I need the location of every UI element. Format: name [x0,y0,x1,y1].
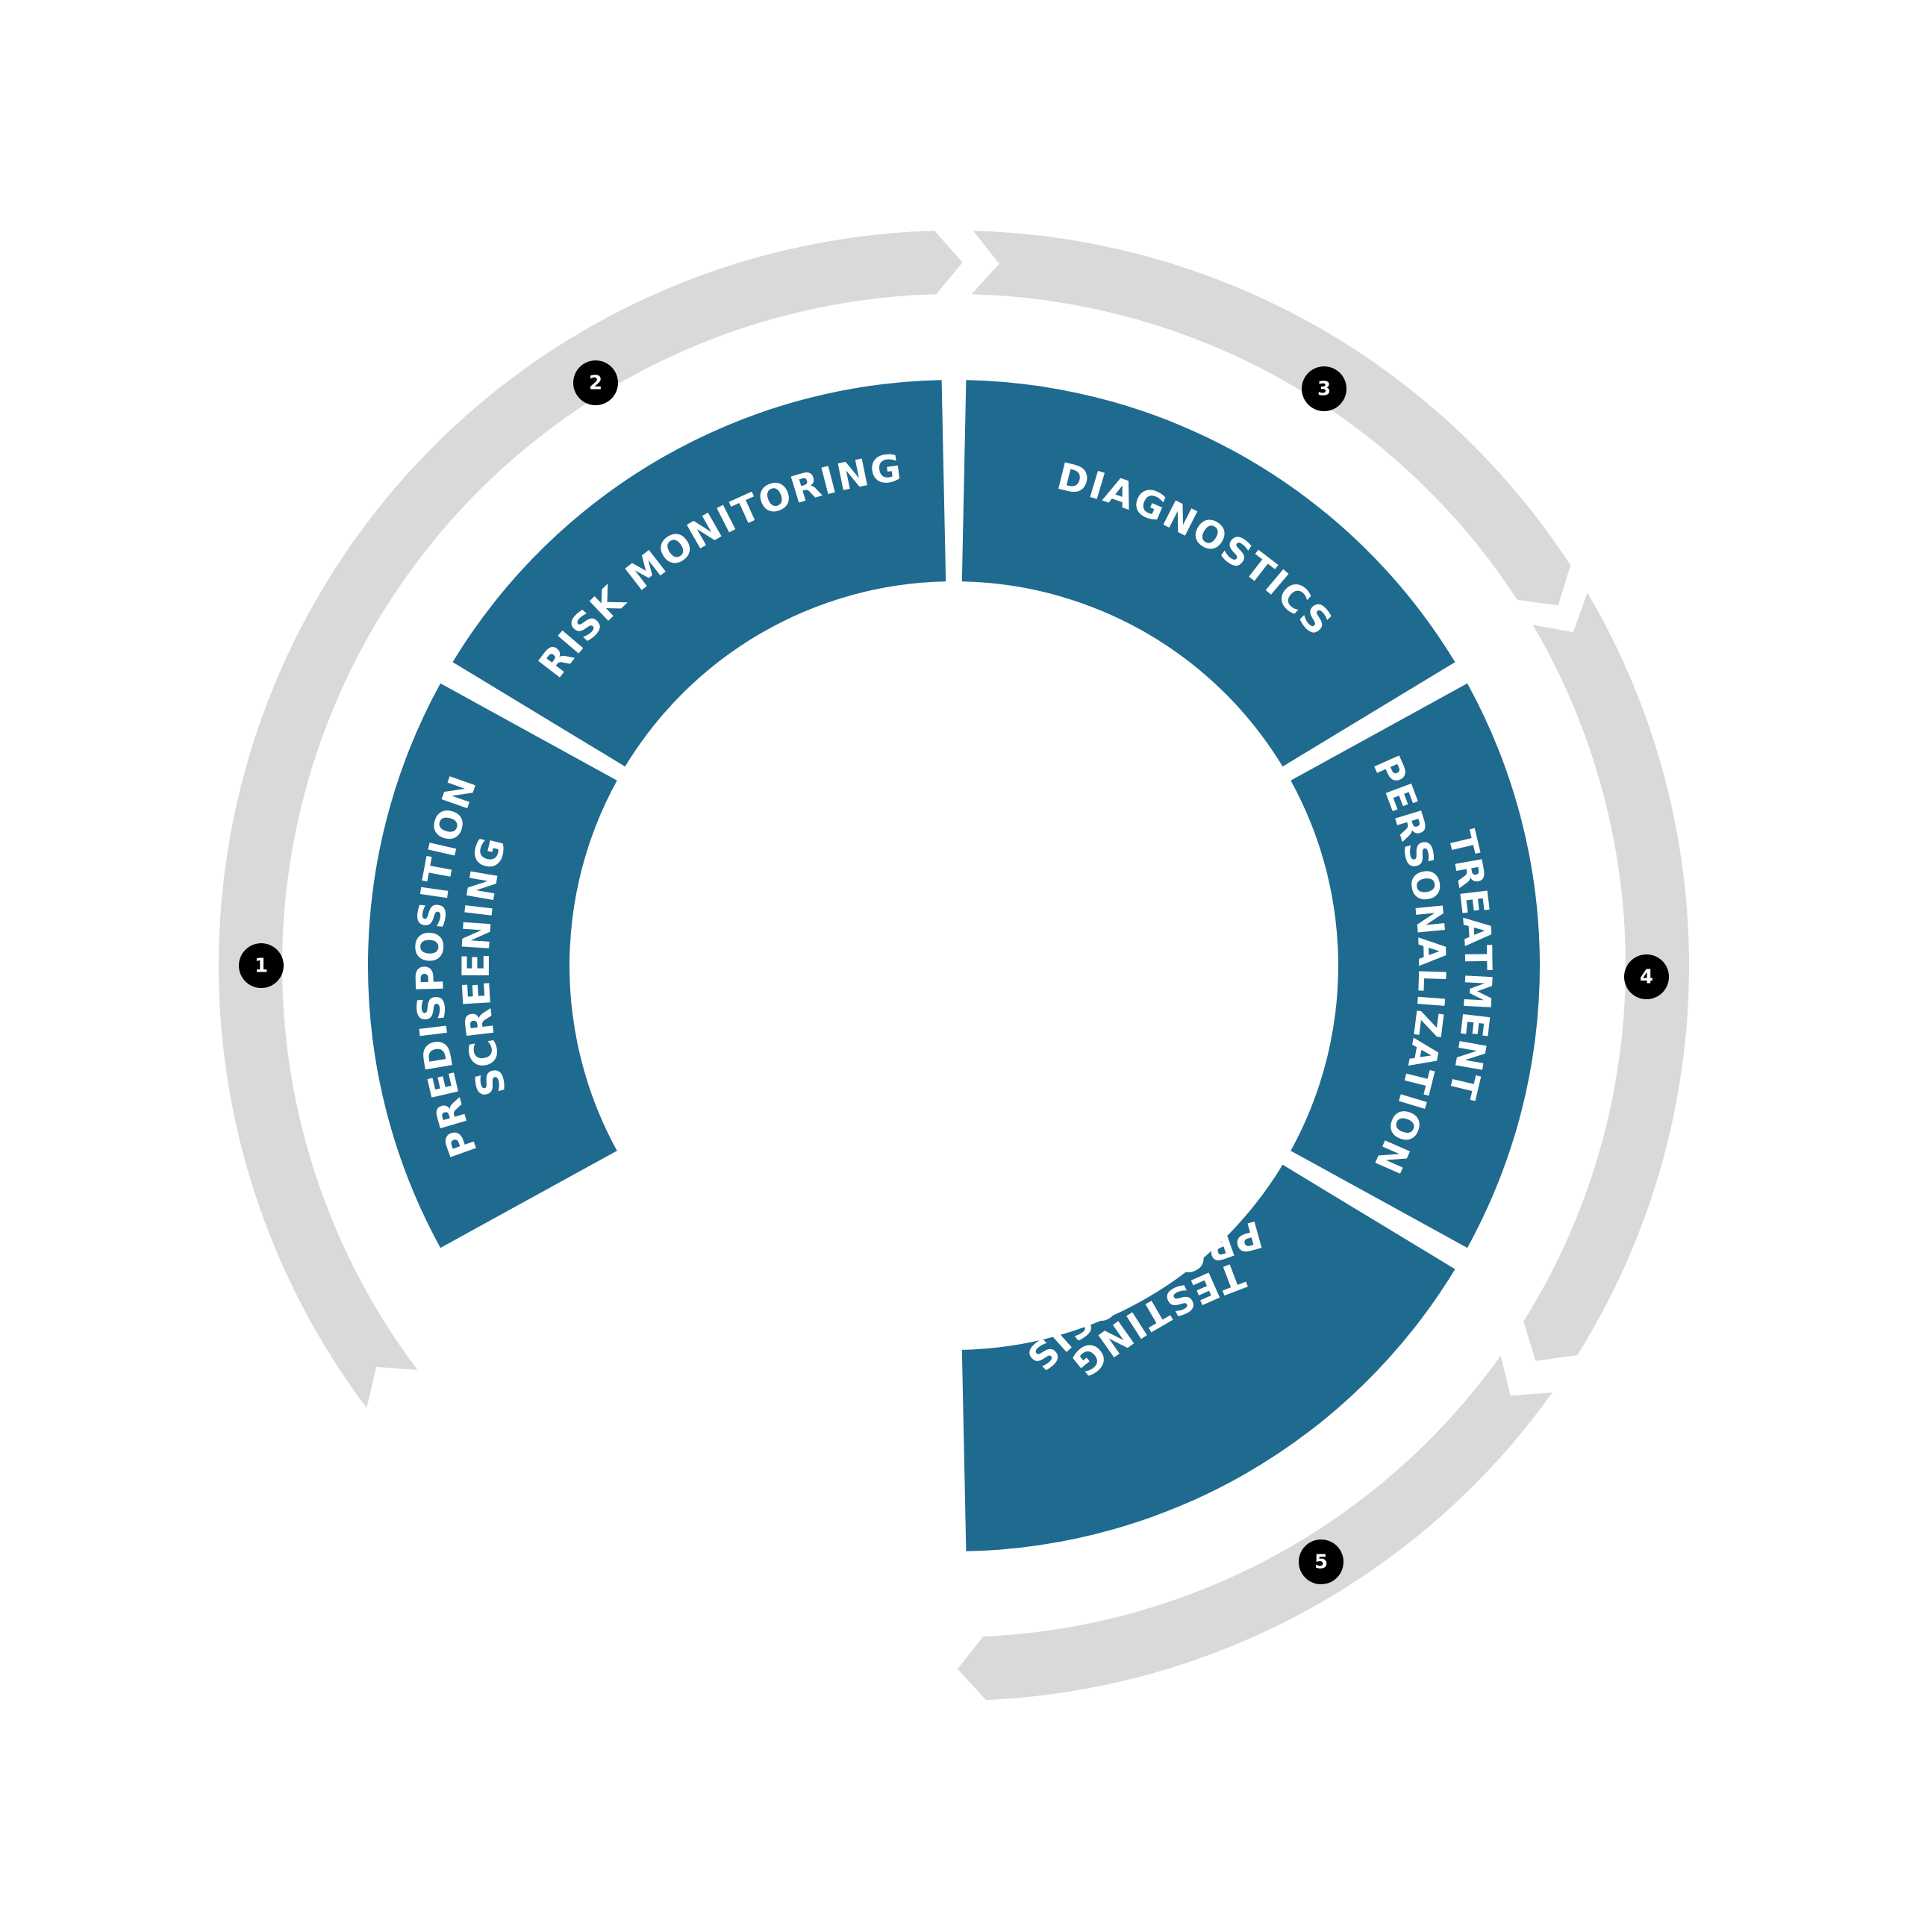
outer-arc-1 [218,550,418,1408]
segment-1 [367,683,617,1248]
stage-badge-5: 5 [1299,1539,1343,1584]
outer-arc-group [218,231,1689,1701]
stage-badge-1: 1 [239,943,284,988]
outer-arc-2 [340,231,963,595]
badge-circle [1299,1539,1343,1584]
badge-number: 2 [589,372,602,395]
badge-circle [1624,954,1669,999]
badge-circle [1302,366,1346,411]
badge-number: 1 [255,955,268,978]
badge-number: 3 [1317,378,1331,401]
badge-number: 4 [1640,966,1653,989]
outer-arc-4 [1523,593,1689,1361]
segment-group [367,380,1541,1551]
badge-number: 5 [1314,1551,1328,1574]
segment-3 [961,380,1455,767]
segment-5 [961,1164,1455,1551]
segment-2 [452,380,946,767]
stage-badge-3: 3 [1302,366,1346,411]
badge-circle [239,943,284,988]
segment-4 [1291,683,1541,1248]
badge-group: 1 2 3 4 5 [239,360,1669,1584]
outer-arc-5 [957,1355,1552,1701]
stage-badge-4: 4 [1624,954,1669,999]
badge-circle [573,360,618,405]
outer-arc-3 [971,231,1571,606]
stage-badge-2: 2 [573,360,618,405]
